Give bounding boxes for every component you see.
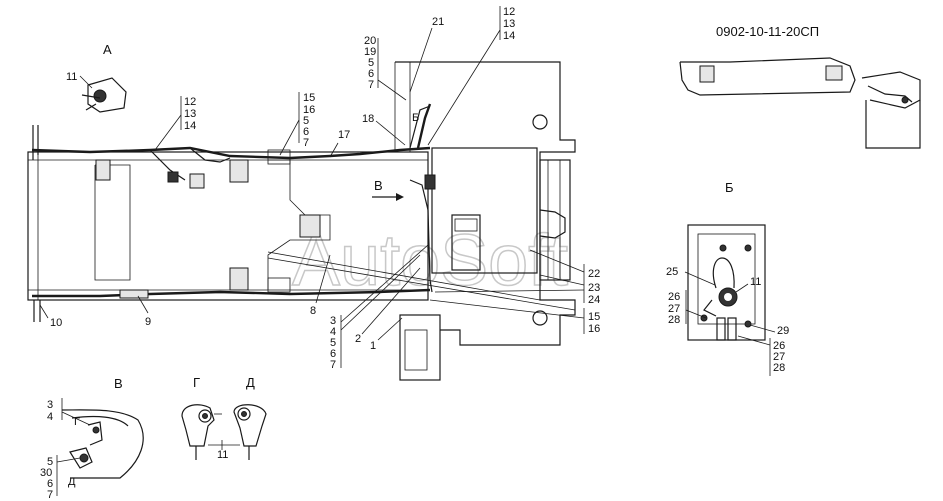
svg-text:26: 26 [668,291,680,303]
svg-text:28: 28 [773,362,785,374]
callout-3-4-5-6-7: 3 4 5 6 7 [330,244,429,371]
svg-text:22: 22 [588,268,600,280]
svg-text:7: 7 [303,137,309,149]
svg-text:4: 4 [47,411,53,423]
svg-text:17: 17 [338,129,350,141]
svg-text:14: 14 [503,30,515,42]
view-label-d: Д [246,375,255,390]
svg-text:5: 5 [47,456,53,468]
view-d-detail: Д [233,375,267,460]
callout-2-1: 2 1 [355,267,421,352]
svg-text:6: 6 [368,68,374,80]
svg-text:16: 16 [303,104,315,116]
svg-text:Д: Д [68,476,76,488]
svg-text:В: В [374,178,383,193]
svg-text:11: 11 [750,276,761,288]
callout-11-view-b: 11 [735,276,761,293]
view-v-detail: В 3 4 Г 5 30 6 7 Д [40,376,144,501]
svg-text:7: 7 [47,489,53,501]
svg-text:15: 15 [303,92,315,104]
left-connector [32,125,41,322]
svg-text:25: 25 [666,266,678,278]
svg-text:28: 28 [668,314,680,326]
view-g-detail: Г [181,375,222,460]
callout-21: 21 [409,16,444,93]
svg-text:18: 18 [362,113,374,125]
svg-text:2: 2 [355,333,361,345]
svg-text:5: 5 [330,337,336,349]
svg-text:27: 27 [668,303,680,315]
svg-text:14: 14 [184,120,196,132]
watermark-text: AutoSoft [292,221,568,301]
svg-text:Г: Г [74,416,80,428]
svg-text:3: 3 [330,315,336,327]
svg-text:13: 13 [184,108,196,120]
svg-text:6: 6 [303,126,309,138]
svg-text:3: 3 [47,399,53,411]
view-marker-b-inner: Б [412,112,419,124]
callout-25: 25 [666,266,716,286]
svg-text:1: 1 [370,340,376,352]
callout-22-23-24: 22 23 24 [434,249,600,306]
svg-text:11: 11 [217,449,228,461]
callout-9: 9 [137,295,151,328]
svg-text:27: 27 [773,351,785,363]
callout-17: 17 [329,129,350,158]
callout-18: 18 [362,113,406,146]
svg-text:6: 6 [47,478,53,490]
callout-15-16-5-6-7: 15 16 5 6 7 [279,92,315,156]
svg-text:19: 19 [364,46,376,58]
view-a-detail: А 11 [66,42,127,113]
callout-29: 29 [749,324,789,337]
svg-text:16: 16 [588,323,600,335]
view-label-g: Г [193,375,200,390]
svg-text:15: 15 [588,311,600,323]
callout-11-view-a: 11 [66,71,77,83]
callout-11-bottom: 11 [208,440,240,461]
svg-text:6: 6 [330,348,336,360]
svg-text:23: 23 [588,282,600,294]
svg-text:4: 4 [330,326,336,338]
svg-text:20: 20 [364,35,376,47]
callout-12-13-14-b: 12 13 14 [427,6,515,146]
callout-15-16-b: 15 16 [429,299,600,335]
view-label-a: А [103,42,112,57]
svg-text:8: 8 [310,305,316,317]
svg-text:29: 29 [777,325,789,337]
svg-text:21: 21 [432,16,444,28]
svg-text:7: 7 [368,79,374,91]
callout-10: 10 [39,304,62,329]
svg-text:24: 24 [588,294,600,306]
callout-20-19-5-6-7: 20 19 5 6 7 [364,35,407,101]
svg-text:26: 26 [773,340,785,352]
svg-text:13: 13 [503,18,515,30]
main-frame [27,149,429,301]
svg-text:5: 5 [303,115,309,127]
side-view-top-right [679,57,921,149]
callout-8: 8 [310,254,331,317]
view-b-detail: Б [687,180,766,341]
view-label-v: В [114,376,123,391]
drawing-code: 0902-10-11-20СП [716,24,819,39]
callout-26-27-28-a: 26 27 28 [668,290,707,326]
svg-text:12: 12 [184,96,196,108]
svg-text:7: 7 [330,359,336,371]
view-label-b: Б [725,180,734,195]
wiring-harness [31,103,576,311]
svg-text:10: 10 [50,317,62,329]
callout-12-13-14-a: 12 13 14 [154,96,196,151]
svg-text:5: 5 [368,57,374,69]
svg-text:12: 12 [503,6,515,18]
svg-text:9: 9 [145,316,151,328]
callout-26-27-28-b: 26 27 28 [737,335,785,376]
svg-text:30: 30 [40,467,52,479]
view-arrow-v: В [372,178,404,201]
